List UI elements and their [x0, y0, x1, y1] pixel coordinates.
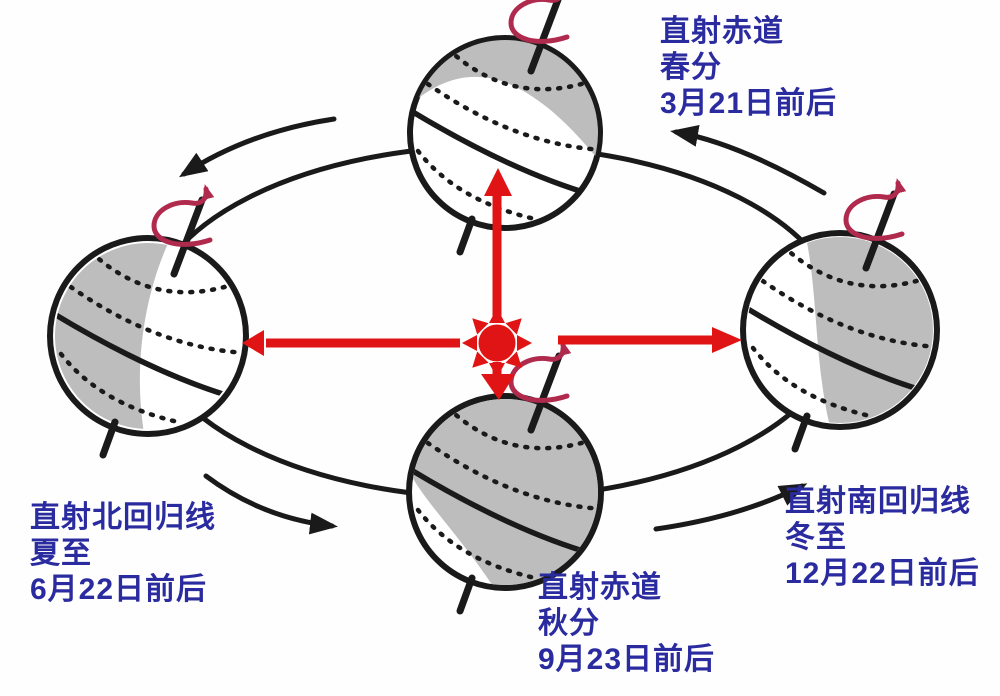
orbit-direction-arrow-icon-top-right — [670, 125, 827, 196]
sunlight-arrowhead-up — [484, 168, 512, 196]
orbit-direction-arrow-icon-bottom-right — [653, 483, 808, 532]
summer-insolation-text: 直射北回归线 — [30, 501, 216, 534]
spring-season-text: 春分 — [660, 51, 722, 84]
sunlight-arrowhead-right — [712, 327, 742, 353]
autumn-date-text: 9月23日前后 — [538, 643, 716, 676]
winter-season-text: 冬至 — [785, 521, 847, 554]
sunlight-arrowhead-left — [242, 330, 264, 356]
sunlight-arrowhead-down — [481, 374, 515, 400]
winter-date-text: 12月22日前后 — [785, 557, 980, 590]
globe-summer-solstice — [47, 189, 247, 461]
globe-winter-solstice — [743, 183, 965, 455]
orbit-direction-arrow-icon-bottom-left — [203, 473, 338, 535]
label-spring-equinox: 直射赤道 春分 3月21日前后 — [660, 14, 837, 122]
globe-spring-equinox — [408, 0, 604, 252]
summer-date-text: 6月22日前后 — [30, 573, 208, 606]
globe-autumn-equinox — [408, 345, 604, 611]
label-summer-solstice: 直射北回归线 夏至 6月22日前后 — [30, 500, 216, 608]
spring-insolation-text: 直射赤道 — [660, 15, 784, 48]
sun-ray-triangles — [462, 308, 532, 378]
label-autumn-equinox: 直射赤道 秋分 9月23日前后 — [538, 570, 715, 678]
autumn-season-text: 秋分 — [538, 607, 600, 640]
spring-date-text: 3月21日前后 — [660, 87, 838, 120]
winter-insolation-text: 直射南回归线 — [785, 485, 971, 518]
orbit-direction-arrow-icon-top-left — [178, 116, 337, 178]
autumn-insolation-text: 直射赤道 — [538, 571, 662, 604]
summer-season-text: 夏至 — [30, 537, 92, 570]
sun-icon — [462, 308, 532, 378]
label-winter-solstice: 直射南回归线 冬至 12月22日前后 — [785, 484, 980, 592]
night-shading — [415, 40, 598, 158]
sun-disc — [478, 324, 516, 362]
sunlight-rays — [242, 168, 742, 400]
